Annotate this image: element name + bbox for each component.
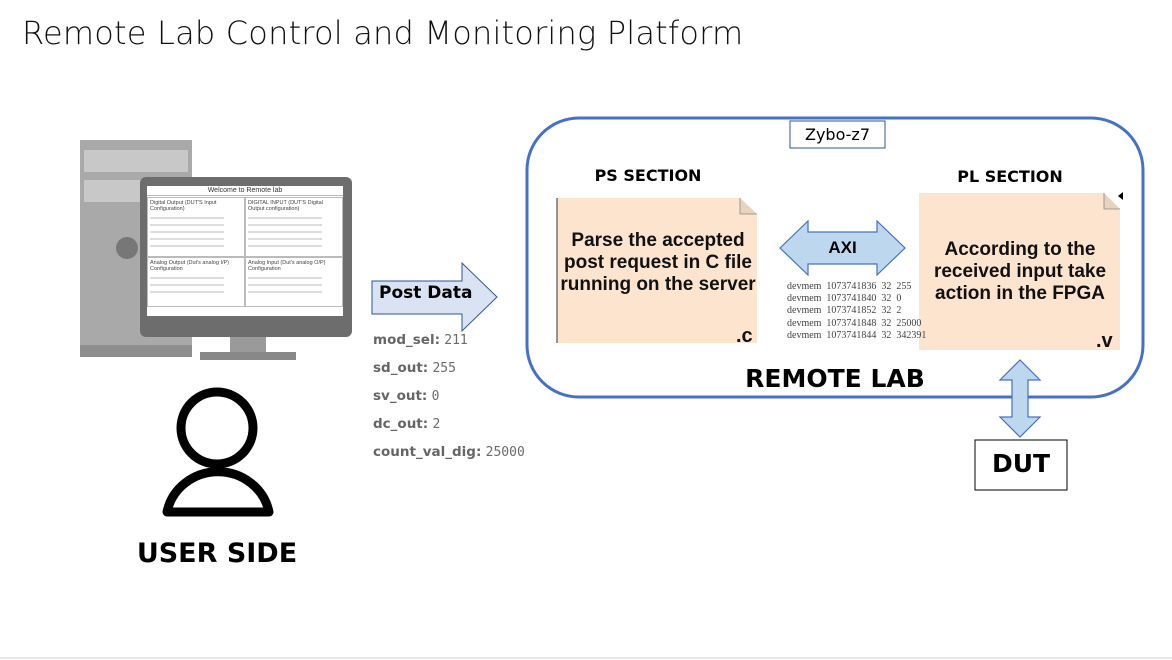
screen-section: Analog Input (Dut's analog O/P) Configur…: [245, 257, 343, 307]
post-value-item: sd_out: 255: [373, 360, 456, 376]
pl-file-extension: .v: [1096, 330, 1113, 352]
dut-label: DUT: [991, 449, 1051, 478]
post-value-item: count_val_dig: 25000: [373, 444, 525, 460]
ps-note-text: Parse the accepted post request in C fil…: [560, 230, 756, 295]
ps-section-heading: PS SECTION: [594, 166, 702, 185]
post-data-label: Post Data: [379, 283, 473, 303]
pl-note-text: According to the received input take act…: [933, 239, 1107, 304]
devmem-line: devmem 1073741836 32 255: [787, 281, 912, 292]
devmem-line: devmem 1073741844 32 342391: [787, 329, 927, 341]
page-title: Remote Lab Control and Monitoring Platfo…: [22, 14, 744, 52]
user-icon: [162, 387, 274, 517]
screen-section-title: DIGITAL INPUT (DUT'S Digital Output conf…: [248, 200, 323, 212]
lab-dut-double-arrow: [998, 359, 1042, 438]
screen-section-title: Digital Output (DUT'S Input Configuratio…: [150, 200, 217, 212]
web-interface-screenshot: Welcome to Remote lab Digital Output (DU…: [147, 186, 343, 316]
devmem-commands: devmem 1073741836 32 255 devmem 10737418…: [787, 281, 926, 342]
axi-double-arrow: [779, 219, 906, 277]
devmem-line: devmem 1073741848 32 25000: [787, 317, 922, 329]
screen-section: Analog Output (Dut's analog I/P) Configu…: [147, 257, 245, 307]
user-side-label: USER SIDE: [136, 538, 298, 569]
post-value-item: mod_sel: 211: [373, 332, 468, 348]
board-label-box: [789, 120, 886, 149]
devmem-line: devmem 1073741852 32 2: [787, 305, 902, 317]
post-data-arrow: [371, 261, 498, 333]
post-values-list: mod_sel: 211 sd_out: 255 sv_out: 0 dc_ou…: [373, 332, 525, 472]
screen-section: DIGITAL INPUT (DUT'S Digital Output conf…: [245, 197, 343, 257]
board-label: Zybo-z7: [804, 125, 871, 144]
screen-title: Welcome to Remote lab: [147, 186, 343, 196]
screen-section-title: Analog Output (Dut's analog I/P) Configu…: [150, 260, 230, 272]
post-value-item: sv_out: 0: [373, 388, 440, 404]
remote-lab-label: REMOTE LAB: [745, 364, 925, 393]
axi-label: AXI: [828, 238, 857, 257]
remote-lab-container: [525, 116, 1145, 399]
post-value-item: dc_out: 2: [373, 416, 441, 432]
screen-section-title: Analog Input (Dut's analog O/P) Configur…: [248, 260, 326, 272]
pl-section-heading: PL SECTION: [957, 167, 1063, 186]
ps-note: [557, 198, 757, 343]
ps-file-extension: .c: [736, 325, 753, 347]
dut-box: [974, 439, 1068, 491]
devmem-line: devmem 1073741840 32 0: [787, 293, 902, 305]
pl-note: [919, 193, 1120, 350]
screen-section: Digital Output (DUT'S Input Configuratio…: [147, 197, 245, 257]
